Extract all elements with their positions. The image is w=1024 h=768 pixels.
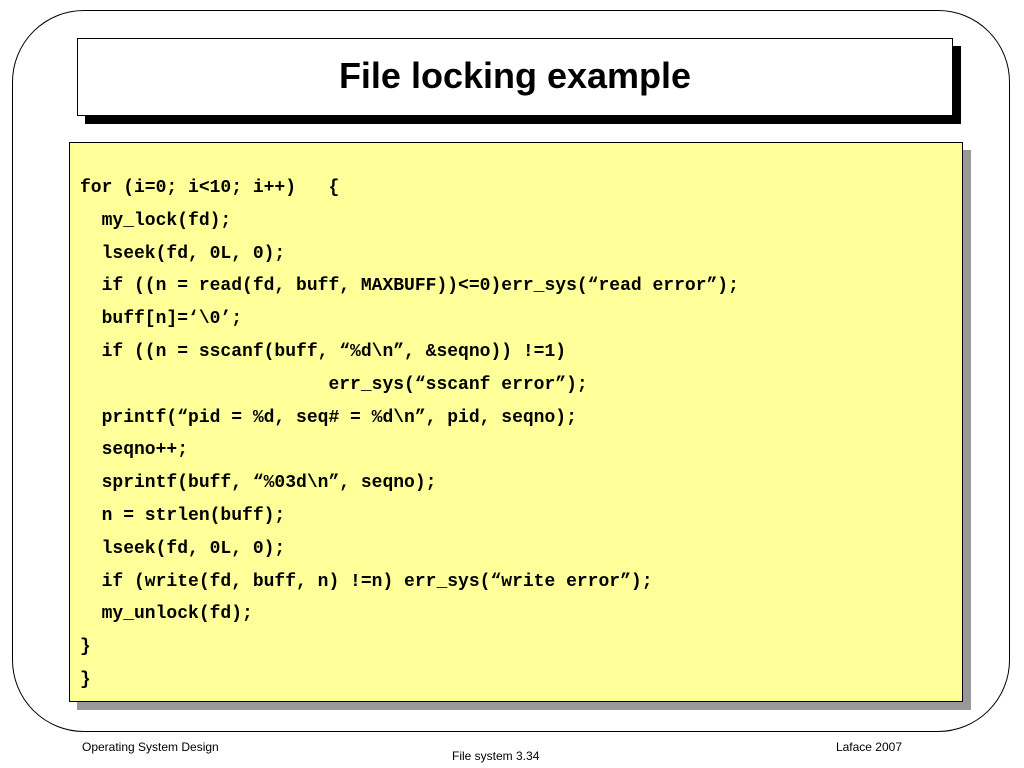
code-line: if ((n = sscanf(buff, “%d\n”, &seqno)) !… bbox=[80, 341, 567, 362]
footer-course: Operating System Design bbox=[82, 740, 219, 754]
slide-title: File locking example bbox=[338, 55, 692, 96]
code-line: printf(“pid = %d, seq# = %d\n”, pid, seq… bbox=[80, 407, 577, 428]
code-listing: for (i=0; i<10; i++) { my_lock(fd); lsee… bbox=[80, 172, 960, 697]
code-line: if ((n = read(fd, buff, MAXBUFF))<=0)err… bbox=[80, 276, 739, 297]
footer-author: Laface 2007 bbox=[835, 740, 902, 754]
code-line: my_unlock(fd); bbox=[80, 604, 253, 625]
code-line: if (write(fd, buff, n) !=n) err_sys(“wri… bbox=[80, 571, 653, 592]
code-box bbox=[69, 142, 963, 702]
code-line: } bbox=[80, 669, 91, 690]
code-line: sprintf(buff, “%03d\n”, seqno); bbox=[80, 473, 437, 494]
code-line: err_sys(“sscanf error”); bbox=[80, 374, 588, 395]
code-line: my_lock(fd); bbox=[80, 210, 232, 231]
code-line: for (i=0; i<10; i++) { bbox=[80, 178, 340, 198]
code-line: buff[n]=‘\0’; bbox=[80, 309, 243, 330]
code-line: n = strlen(buff); bbox=[80, 505, 286, 526]
code-line: } bbox=[80, 637, 91, 658]
code-line: lseek(fd, 0L, 0); bbox=[80, 538, 286, 559]
footer-page-number: File system 3.34 bbox=[452, 749, 540, 763]
code-line: lseek(fd, 0L, 0); bbox=[80, 243, 286, 264]
code-line: seqno++; bbox=[80, 440, 189, 461]
title-box: File locking example bbox=[77, 38, 953, 116]
slide-frame bbox=[12, 10, 1010, 732]
